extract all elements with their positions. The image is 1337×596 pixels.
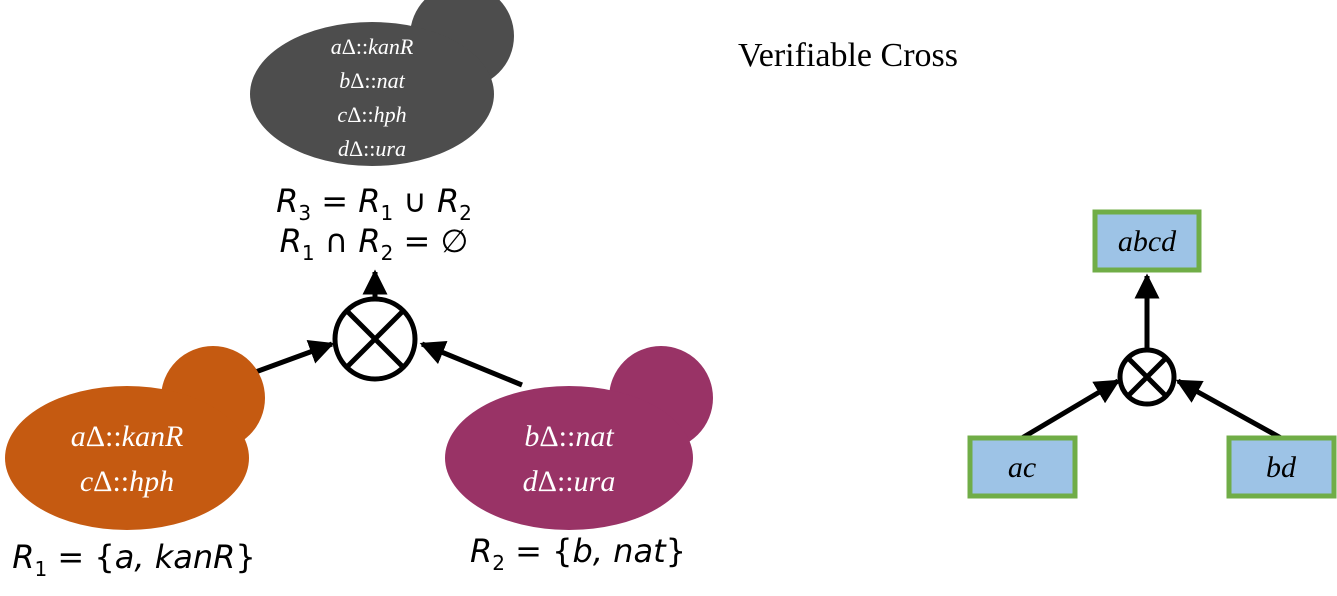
- left-parent-cell: aΔ::kanR cΔ::hph: [5, 346, 265, 530]
- arrow-from-right-box: [1175, 378, 1283, 441]
- diagram-title: Verifiable Cross: [738, 37, 958, 74]
- left-genotype-1: aΔ::kanR: [71, 420, 184, 453]
- top-strain-label: abcd: [1118, 225, 1177, 258]
- parent-cell: aΔ::kanR bΔ::nat cΔ::hph dΔ::ura: [250, 0, 514, 166]
- union-equation: R3 = R1 ∪ R2: [276, 182, 472, 225]
- circled-times-icon: [332, 296, 418, 382]
- arrow-from-right-cell: [419, 340, 523, 388]
- right-resistance-set: R2 = {b, nat}: [470, 532, 686, 575]
- left-cell-body: [5, 386, 249, 530]
- arrow-from-left-box: [1020, 378, 1121, 441]
- right-strain-label: bd: [1266, 451, 1297, 484]
- intersection-equation: R1 ∩ R2 = ∅: [280, 222, 469, 265]
- right-parent-cell: bΔ::nat dΔ::ura: [445, 346, 713, 530]
- right-genotype-1: bΔ::nat: [524, 420, 614, 453]
- right-genotype-2: dΔ::ura: [523, 465, 616, 498]
- left-strain-label: ac: [1008, 451, 1036, 484]
- parent-genotype-4: dΔ::ura: [338, 136, 406, 161]
- top-strain-box: abcd: [1092, 209, 1202, 273]
- right-strain-box: bd: [1226, 435, 1337, 499]
- left-strain-box: ac: [967, 435, 1078, 499]
- parent-genotype-2: bΔ::nat: [339, 68, 405, 93]
- left-resistance-set: R1 = {a, kanR}: [12, 538, 255, 581]
- parent-genotype-3: cΔ::hph: [337, 102, 406, 127]
- right-cell-body: [445, 386, 693, 530]
- parent-genotype-1: aΔ::kanR: [331, 34, 414, 59]
- circled-times-icon: [1117, 347, 1177, 407]
- left-genotype-2: cΔ::hph: [80, 465, 174, 498]
- parent-cell-body: [250, 22, 494, 166]
- arrow-from-left-cell: [249, 339, 335, 377]
